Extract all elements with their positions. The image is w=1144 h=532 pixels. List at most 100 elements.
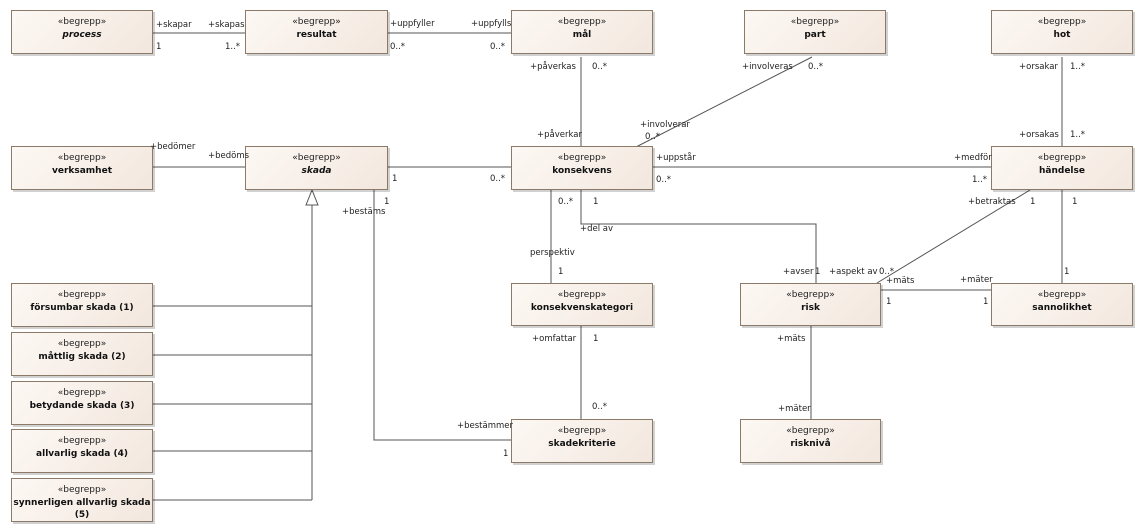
class-name: hot bbox=[1053, 30, 1071, 40]
role-label: +orsakas bbox=[1019, 130, 1059, 140]
role-label: +påverkar bbox=[537, 130, 582, 140]
multiplicity-label: 1..* bbox=[1070, 130, 1086, 140]
class-name: synnerligen allvarlig skada (5) bbox=[13, 498, 151, 520]
class-verksamhet[interactable]: «begrepp» verksamhet bbox=[11, 146, 153, 190]
class-skada[interactable]: «begrepp» skada bbox=[245, 146, 388, 190]
stereotype-label: «begrepp» bbox=[57, 153, 107, 163]
class-riskniva[interactable]: «begrepp» risknivå bbox=[740, 419, 881, 463]
assoc-konsekvens-risk[interactable] bbox=[580, 190, 817, 283]
multiplicity-label: 1..* bbox=[1070, 62, 1086, 72]
role-label: +skapar bbox=[156, 20, 192, 30]
stereotype-label: «begrepp» bbox=[1037, 17, 1087, 27]
stereotype-label: «begrepp» bbox=[292, 17, 341, 27]
class-part[interactable]: «begrepp» part bbox=[744, 10, 886, 54]
class-name: försumbar skada (1) bbox=[30, 303, 134, 313]
role-label: +bedömer bbox=[150, 142, 196, 152]
stereotype-label: «begrepp» bbox=[557, 290, 607, 300]
multiplicity-label: 1..* bbox=[972, 175, 988, 185]
stereotype-label: «begrepp» bbox=[786, 290, 835, 300]
stereotype-label: «begrepp» bbox=[57, 339, 107, 349]
role-label: +involverar bbox=[640, 120, 690, 130]
class-name: part bbox=[804, 30, 826, 40]
class-name: skada bbox=[301, 166, 332, 176]
role-label: +bestämmer bbox=[457, 421, 514, 431]
role-label: +mäts bbox=[777, 334, 806, 344]
multiplicity-label: 1 bbox=[558, 267, 564, 277]
generalization-arrowhead bbox=[305, 188, 319, 206]
multiplicity-label: 0..* bbox=[558, 197, 574, 207]
class-risk[interactable]: «begrepp» risk bbox=[740, 283, 881, 326]
class-name: risk bbox=[801, 303, 820, 313]
stereotype-label: «begrepp» bbox=[57, 485, 107, 495]
role-label: +mäter bbox=[778, 404, 811, 414]
role-label: +betraktas bbox=[968, 197, 1016, 207]
multiplicity-label: 1 bbox=[1072, 197, 1078, 207]
role-label: perspektiv bbox=[530, 248, 575, 258]
multiplicity-label: 1 bbox=[156, 42, 162, 52]
multiplicity-label: 0..* bbox=[592, 62, 608, 72]
class-process[interactable]: «begrepp» process bbox=[11, 10, 153, 54]
class-forsumbar-skada[interactable]: «begrepp» försumbar skada (1) bbox=[11, 283, 153, 327]
stereotype-label: «begrepp» bbox=[557, 426, 607, 436]
class-name: måttlig skada (2) bbox=[38, 352, 126, 362]
multiplicity-label: 0..* bbox=[808, 62, 824, 72]
multiplicity-label: 1 bbox=[384, 197, 390, 207]
class-hot[interactable]: «begrepp» hot bbox=[991, 10, 1133, 54]
stereotype-label: «begrepp» bbox=[557, 153, 607, 163]
class-name: betydande skada (3) bbox=[29, 401, 135, 411]
assoc-handelse-risk[interactable] bbox=[876, 189, 1031, 284]
multiplicity-label: 1 bbox=[593, 197, 599, 207]
class-name: process bbox=[62, 30, 102, 40]
class-mal[interactable]: «begrepp» mål bbox=[511, 10, 653, 54]
class-skadekriterie[interactable]: «begrepp» skadekriterie bbox=[511, 419, 653, 463]
role-label: +bestäms bbox=[342, 207, 386, 217]
class-name: verksamhet bbox=[51, 166, 113, 176]
class-konsekvenskategori[interactable]: «begrepp» konsekvenskategori bbox=[511, 283, 653, 326]
class-name: skadekriterie bbox=[548, 439, 616, 449]
assoc-skada-skadekriterie[interactable] bbox=[373, 190, 511, 441]
role-label: +bedöms bbox=[208, 151, 250, 161]
role-label: +uppfylls bbox=[471, 19, 512, 29]
stereotype-label: «begrepp» bbox=[1037, 290, 1087, 300]
multiplicity-label: 0..* bbox=[656, 175, 672, 185]
class-synnerligen-allvarlig-skada[interactable]: «begrepp» synnerligen allvarlig skada (5… bbox=[11, 478, 153, 522]
stereotype-label: «begrepp» bbox=[57, 388, 107, 398]
stereotype-label: «begrepp» bbox=[292, 153, 341, 163]
stereotype-label: «begrepp» bbox=[57, 436, 107, 446]
role-label: +skapas bbox=[208, 20, 245, 30]
class-mattlig-skada[interactable]: «begrepp» måttlig skada (2) bbox=[11, 332, 153, 376]
class-name: konsekvenskategori bbox=[530, 303, 634, 313]
class-name: risknivå bbox=[790, 439, 831, 449]
stereotype-label: «begrepp» bbox=[1037, 153, 1087, 163]
class-betydande-skada[interactable]: «begrepp» betydande skada (3) bbox=[11, 381, 153, 425]
multiplicity-label: 1 bbox=[886, 297, 892, 307]
multiplicity-label: 1 bbox=[815, 267, 821, 277]
class-handelse[interactable]: «begrepp» händelse bbox=[991, 146, 1133, 190]
assoc-part-konsekvens[interactable] bbox=[635, 56, 813, 148]
stereotype-label: «begrepp» bbox=[786, 426, 835, 436]
class-allvarlig-skada[interactable]: «begrepp» allvarlig skada (4) bbox=[11, 429, 153, 473]
multiplicity-label: 0..* bbox=[490, 174, 506, 184]
multiplicity-label: 1 bbox=[503, 449, 509, 459]
role-label: +mäter bbox=[960, 275, 993, 285]
class-konsekvens[interactable]: «begrepp» konsekvens bbox=[511, 146, 653, 190]
class-name: händelse bbox=[1039, 166, 1085, 176]
role-label: +omfattar bbox=[532, 334, 577, 344]
stereotype-label: «begrepp» bbox=[57, 290, 107, 300]
class-sannolikhet[interactable]: «begrepp» sannolikhet bbox=[991, 283, 1133, 326]
multiplicity-label: 1 bbox=[1064, 267, 1070, 277]
role-label: +uppstår bbox=[656, 153, 696, 163]
class-name: konsekvens bbox=[552, 166, 612, 176]
stereotype-label: «begrepp» bbox=[790, 17, 840, 27]
role-label: +del av bbox=[580, 224, 614, 234]
multiplicity-label: 1 bbox=[1030, 197, 1036, 207]
class-name: resultat bbox=[296, 30, 337, 40]
multiplicity-label: 0..* bbox=[490, 42, 506, 52]
role-label: +orsakar bbox=[1019, 62, 1058, 72]
multiplicity-label: 1 bbox=[983, 297, 989, 307]
stereotype-label: «begrepp» bbox=[557, 17, 607, 27]
role-label: +mäts bbox=[886, 276, 915, 286]
class-name: mål bbox=[572, 30, 592, 40]
class-resultat[interactable]: «begrepp» resultat bbox=[245, 10, 388, 54]
